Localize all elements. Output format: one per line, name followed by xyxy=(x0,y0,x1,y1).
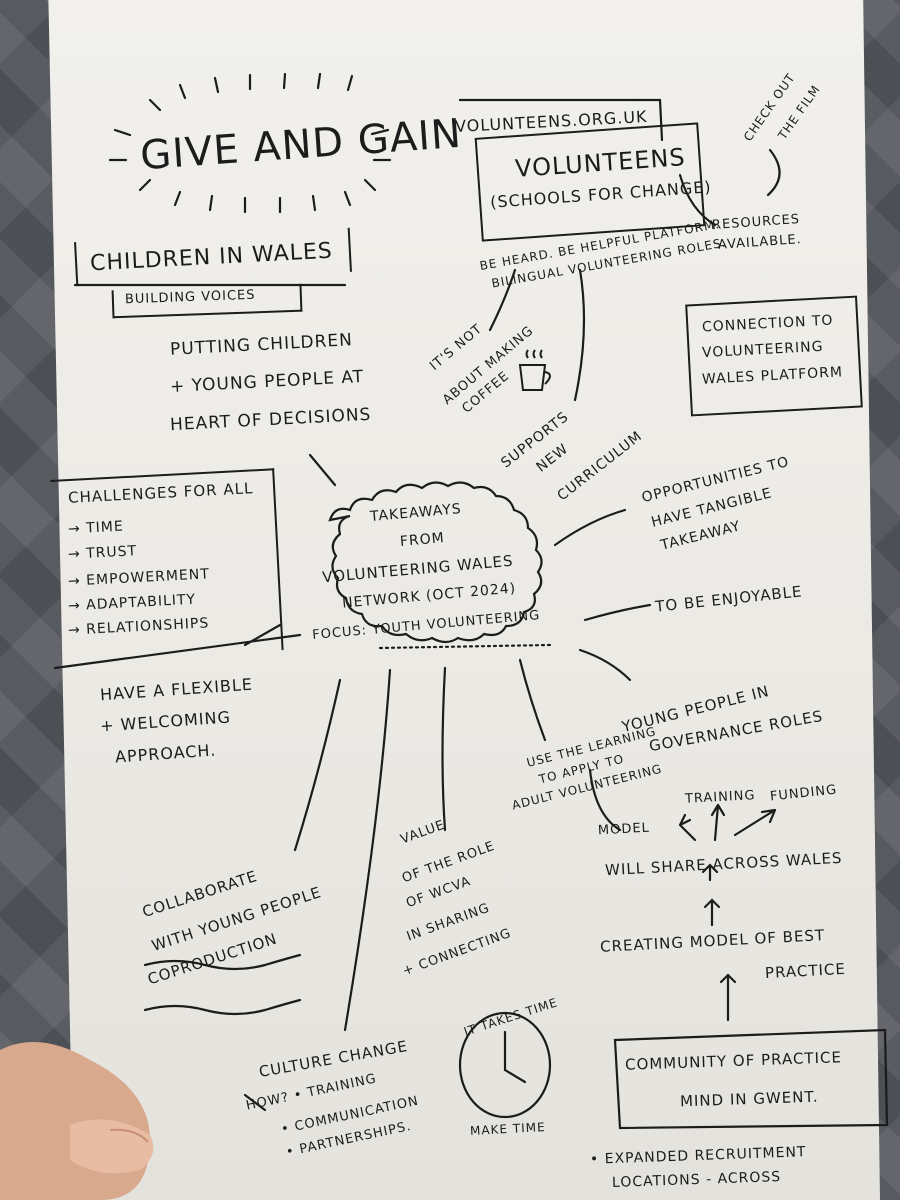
model-label: Model xyxy=(597,820,651,839)
title-rays xyxy=(108,72,392,214)
hand-holding-paper xyxy=(0,1042,154,1200)
challenge-item: → Time xyxy=(67,518,125,538)
coffee-cup-icon xyxy=(518,349,551,391)
paper-sheet xyxy=(48,0,880,1200)
challenge-item: → Trust xyxy=(67,543,138,563)
